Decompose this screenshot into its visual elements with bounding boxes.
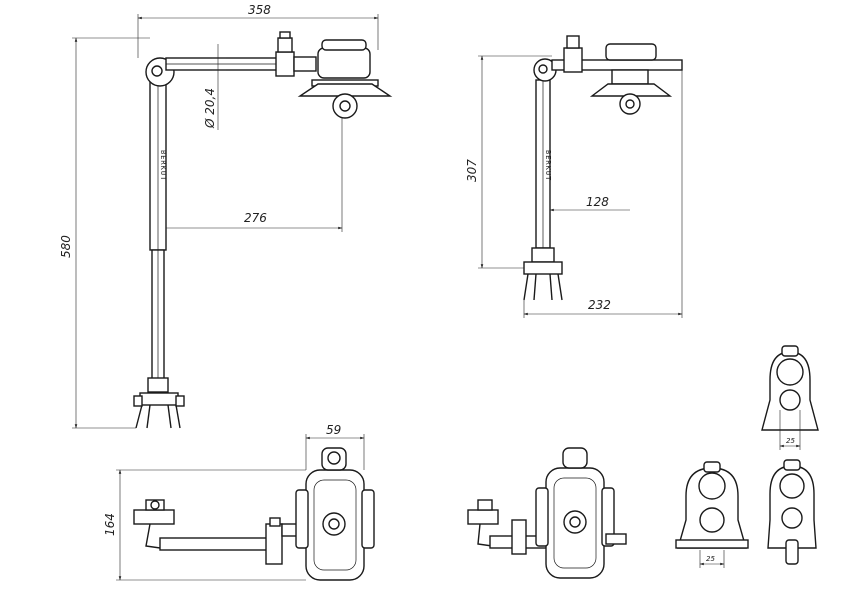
clamp-detail-middle: 25 [675, 461, 749, 568]
dim-reach: 276 [244, 211, 267, 225]
dim-compact-height: 307 [465, 159, 479, 182]
dim-compact-width: 232 [588, 298, 611, 312]
dim-arm-diameter: Ø 20,4 [203, 88, 217, 129]
column-brand-label: BERKUT [159, 150, 167, 181]
base-clamp [133, 392, 185, 429]
dim-clamp-a: 25 [786, 437, 795, 445]
plan-view-right [467, 447, 627, 579]
column-collar [147, 377, 169, 393]
elevation-view-compact: BERKUT 307 128 232 [465, 35, 683, 318]
dim-plan-depth: 164 [103, 513, 117, 536]
elevation-view-full: BERKUT [59, 3, 393, 429]
arm-clamp [275, 31, 317, 77]
compact-column-brand: BERKUT [544, 150, 552, 181]
plan-view-left: 59 164 [103, 423, 375, 581]
clamp-detail-bottom [767, 459, 817, 565]
dim-overall-width: 358 [248, 3, 271, 17]
lamp-head [297, 39, 393, 119]
dim-clamp-b: 25 [706, 555, 715, 563]
clamp-detail-top: 25 [761, 345, 819, 450]
dim-overall-height: 580 [59, 235, 73, 258]
dim-compact-reach: 128 [586, 195, 609, 209]
dim-plan-head-width: 59 [326, 423, 341, 437]
